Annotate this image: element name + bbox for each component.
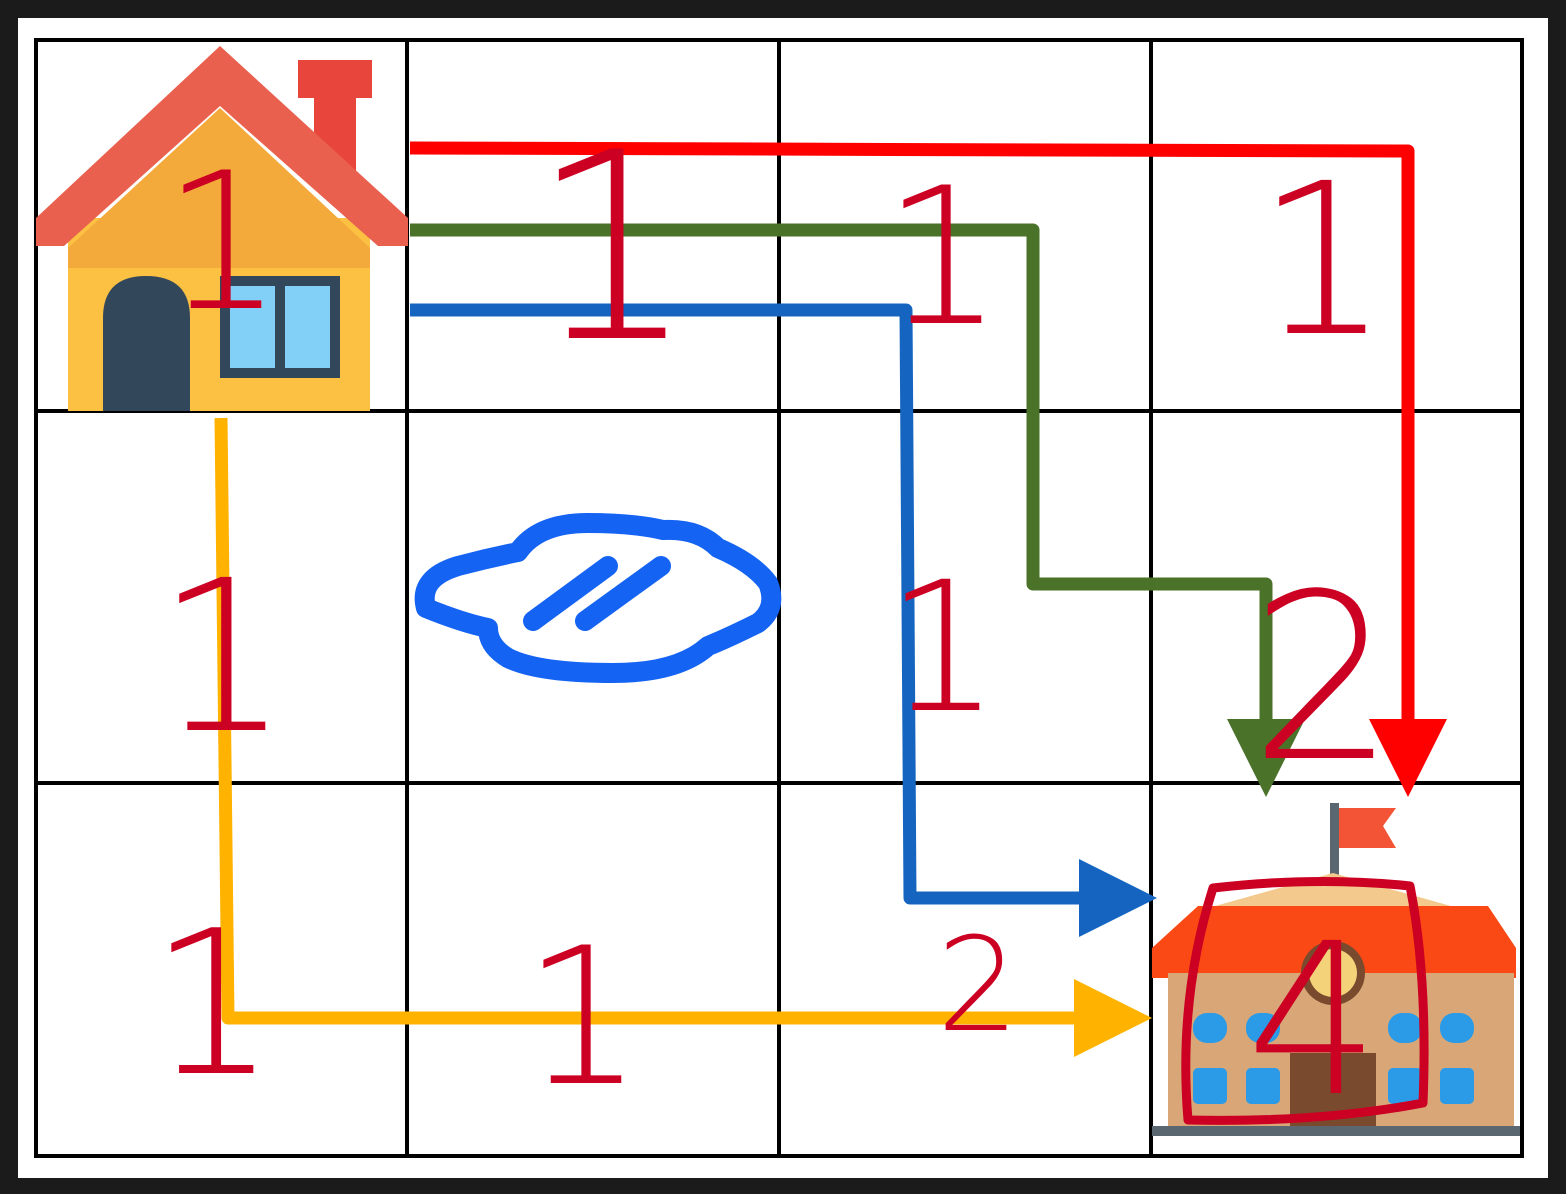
cell-label-r0c0: 1 bbox=[163, 132, 284, 353]
route-paths bbox=[214, 141, 1447, 1057]
cell-label-r1c3: 2 bbox=[1250, 546, 1396, 813]
cell-label-r1c0: 1 bbox=[156, 535, 290, 780]
diagram-canvas: 1 1 1 1 1 1 2 1 1 2 4 bbox=[18, 18, 1548, 1178]
green-route bbox=[410, 223, 1305, 797]
yellow-route bbox=[214, 417, 1152, 1057]
cell-label-r1c2: 1 bbox=[886, 544, 1001, 753]
puddle-icon bbox=[414, 513, 782, 683]
house-icon bbox=[36, 46, 408, 411]
grid-diagram: 1 1 1 1 1 1 2 1 1 2 4 bbox=[34, 38, 1524, 1158]
red-route bbox=[409, 141, 1447, 797]
cell-label-r2c1: 1 bbox=[523, 907, 644, 1128]
cell-label-r0c1: 1 bbox=[530, 98, 695, 400]
cell-label-r2c0: 1 bbox=[149, 888, 276, 1121]
cell-label-r2c2: 2 bbox=[937, 909, 1020, 1061]
cell-label-r2c3: 4 bbox=[1246, 898, 1380, 1143]
blue-route bbox=[410, 303, 1157, 937]
goal-circle-mark bbox=[1181, 876, 1429, 1125]
cell-label-r0c2: 1 bbox=[883, 147, 1004, 368]
step-count-labels: 1 1 1 1 1 1 2 1 1 2 4 bbox=[149, 98, 1396, 1143]
cell-label-r0c3: 1 bbox=[1256, 138, 1390, 383]
